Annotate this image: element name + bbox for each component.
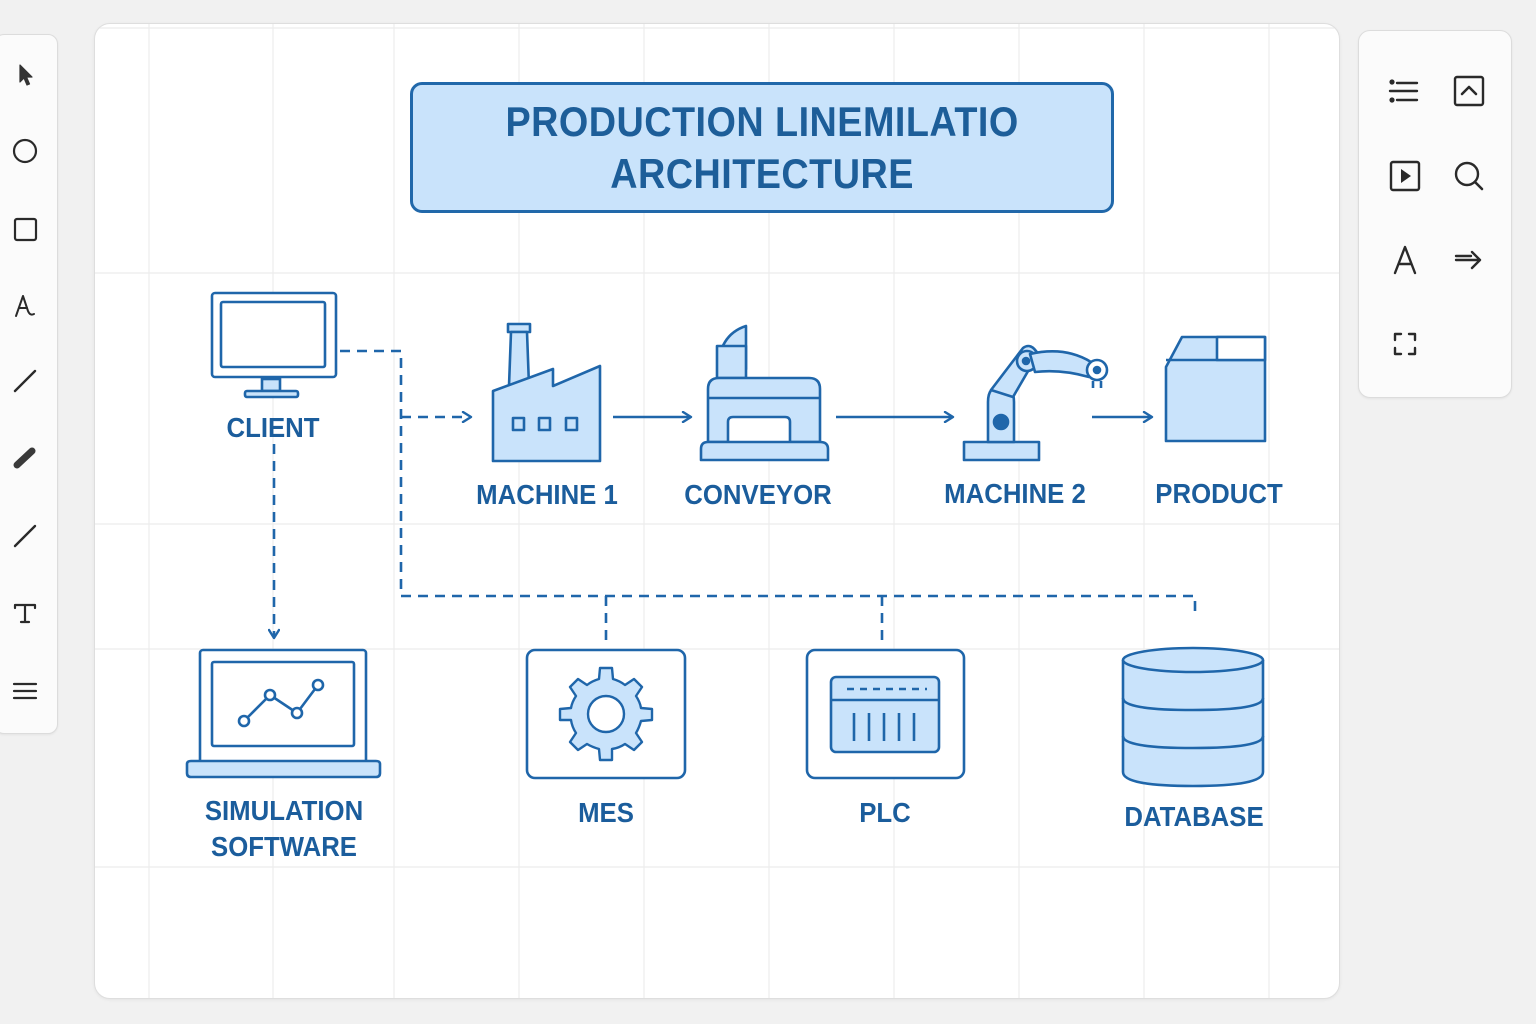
diagram-shapes — [185, 291, 1267, 788]
bullet-list-icon — [1388, 79, 1419, 103]
connector-client-bus — [340, 349, 1197, 616]
plc-module-icon — [829, 675, 941, 754]
font-button[interactable] — [1383, 238, 1427, 282]
laptop-chart-icon — [185, 648, 382, 779]
text-tool-button[interactable] — [5, 593, 45, 633]
line-icon — [13, 369, 37, 393]
client-label: CLIENT — [226, 412, 320, 443]
fit-screen-button[interactable] — [1383, 322, 1427, 366]
factory-icon — [491, 322, 602, 463]
chevron-up-box-icon — [1453, 75, 1485, 107]
select-tool-button[interactable] — [5, 55, 45, 95]
simulation-label-line1: SIMULATION — [204, 795, 364, 826]
right-tool-panel — [1358, 30, 1512, 398]
play-box-icon — [1389, 160, 1421, 192]
arrow-button[interactable] — [1447, 238, 1491, 282]
present-button[interactable] — [1383, 154, 1427, 198]
cursor-arrow-icon — [19, 64, 33, 86]
simulation-label-line2: SOFTWARE — [211, 831, 357, 862]
rectangle-tool-button[interactable] — [5, 209, 45, 249]
square-icon — [13, 217, 38, 242]
circle-icon — [12, 138, 38, 164]
text-t-icon — [13, 603, 37, 624]
gear-icon — [558, 666, 654, 762]
conveyor-icon — [699, 324, 830, 462]
ellipse-tool-button[interactable] — [5, 131, 45, 171]
search-button[interactable] — [1447, 154, 1491, 198]
conveyor-label: CONVEYOR — [684, 479, 832, 510]
collapse-button[interactable] — [1447, 69, 1491, 113]
diagram-title: PRODUCTION LINEMILATIO ARCHITECTURE — [505, 96, 1018, 200]
marker-icon — [13, 447, 36, 469]
machine2-label: MACHINE 2 — [944, 478, 1086, 509]
title-line-1: PRODUCTION LINEMILATIO — [505, 97, 1019, 145]
font-a-icon — [1393, 245, 1417, 275]
diagram-title-box[interactable]: PRODUCTION LINEMILATIO ARCHITECTURE — [410, 82, 1114, 213]
pen-line-icon — [13, 524, 37, 548]
pen-tool-button[interactable] — [5, 516, 45, 556]
line-tool-button[interactable] — [5, 361, 45, 401]
handwriting-tool-button[interactable] — [5, 286, 45, 326]
machine1-label: MACHINE 1 — [476, 479, 618, 510]
menu-tool-button[interactable] — [5, 671, 45, 711]
plc-label: PLC — [859, 797, 911, 828]
product-box-icon — [1164, 335, 1267, 443]
database-icon — [1121, 646, 1265, 788]
marker-tool-button[interactable] — [5, 438, 45, 478]
handwriting-a-icon — [15, 295, 35, 317]
title-line-2: ARCHITECTURE — [610, 149, 914, 197]
fit-to-screen-icon — [1393, 332, 1417, 356]
mes-label: MES — [578, 797, 634, 828]
search-icon — [1454, 161, 1484, 191]
robot-arm-icon — [962, 344, 1109, 462]
menu-lines-icon — [12, 682, 38, 700]
left-toolbar — [0, 34, 58, 734]
database-label: DATABASE — [1124, 801, 1264, 832]
arrow-right-icon — [1454, 250, 1482, 270]
diagram-canvas[interactable]: PRODUCTION LINEMILATIO ARCHITECTURE — [94, 23, 1340, 999]
list-button[interactable] — [1381, 69, 1425, 113]
product-label: PRODUCT — [1155, 478, 1283, 509]
client-monitor-icon — [210, 291, 338, 399]
